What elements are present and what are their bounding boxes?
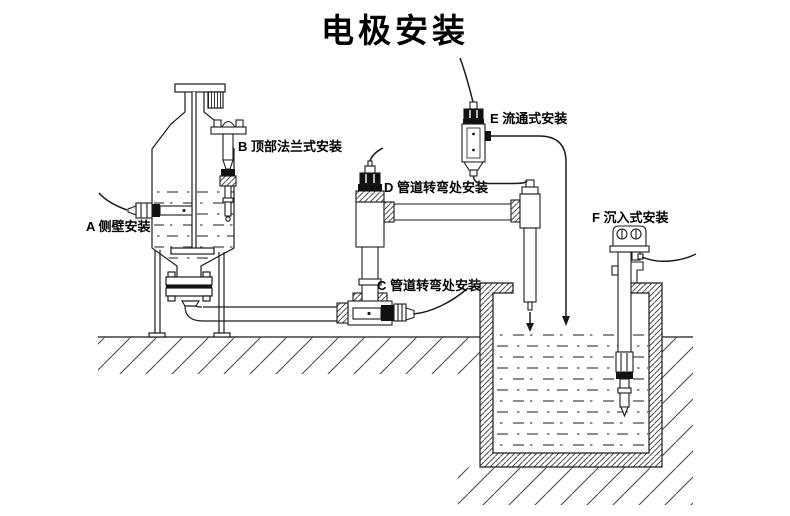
flow-arrow-return: [562, 316, 570, 326]
flow-cell-inlet-tube: [472, 175, 528, 185]
tee-d-body: [355, 201, 385, 248]
immersion-pipe: [617, 251, 632, 353]
immersion-f: [609, 225, 697, 418]
agitator-motor: [207, 91, 224, 109]
tee-c: [336, 287, 469, 326]
flow-cell-outlet-tube: [491, 135, 567, 316]
electrode-b-top-flange: [210, 119, 247, 222]
label-immersion-installation: F 沉入式安装: [592, 210, 669, 225]
tee-discharge: [510, 179, 541, 332]
outlet-flange: [165, 271, 213, 307]
tank-top-plate: [174, 83, 226, 93]
immersion-cable: [641, 253, 697, 262]
label-side-wall-installation: A 侧壁安装: [86, 219, 151, 234]
electrode-a-cable: [98, 192, 128, 211]
discharge-pipe: [523, 227, 537, 303]
electrode-c-probe: [352, 307, 382, 320]
tee-discharge-body: [519, 193, 541, 229]
flow-cell-e: [459, 57, 570, 326]
label-pipe-bend-installation-d: D 管道转弯处安装: [384, 180, 488, 195]
electrode-d-cable: [369, 147, 384, 162]
electrode-c-cable: [413, 287, 469, 315]
electrode-b-flange: [210, 126, 247, 135]
agitator-paddle: [170, 247, 215, 255]
flow-arrow-discharge: [526, 323, 534, 332]
immersion-bracket: [631, 261, 644, 283]
flow-cell-cable: [459, 57, 474, 103]
tee-d: [355, 147, 511, 248]
electrode-a-side-wall: [98, 192, 193, 219]
tank: [148, 83, 340, 338]
flow-cell-body: [461, 123, 486, 163]
label-top-flange-installation: B 顶部法兰式安装: [238, 139, 342, 154]
ground-left: [98, 336, 480, 374]
electrode-a-probe: [159, 205, 193, 216]
page-title: 电极安装: [321, 12, 469, 49]
label-flow-through-installation: E 流通式安装: [490, 111, 567, 126]
ground-right: [458, 336, 693, 505]
label-pipe-bend-installation-c: C 管道转弯处安装: [377, 278, 481, 293]
